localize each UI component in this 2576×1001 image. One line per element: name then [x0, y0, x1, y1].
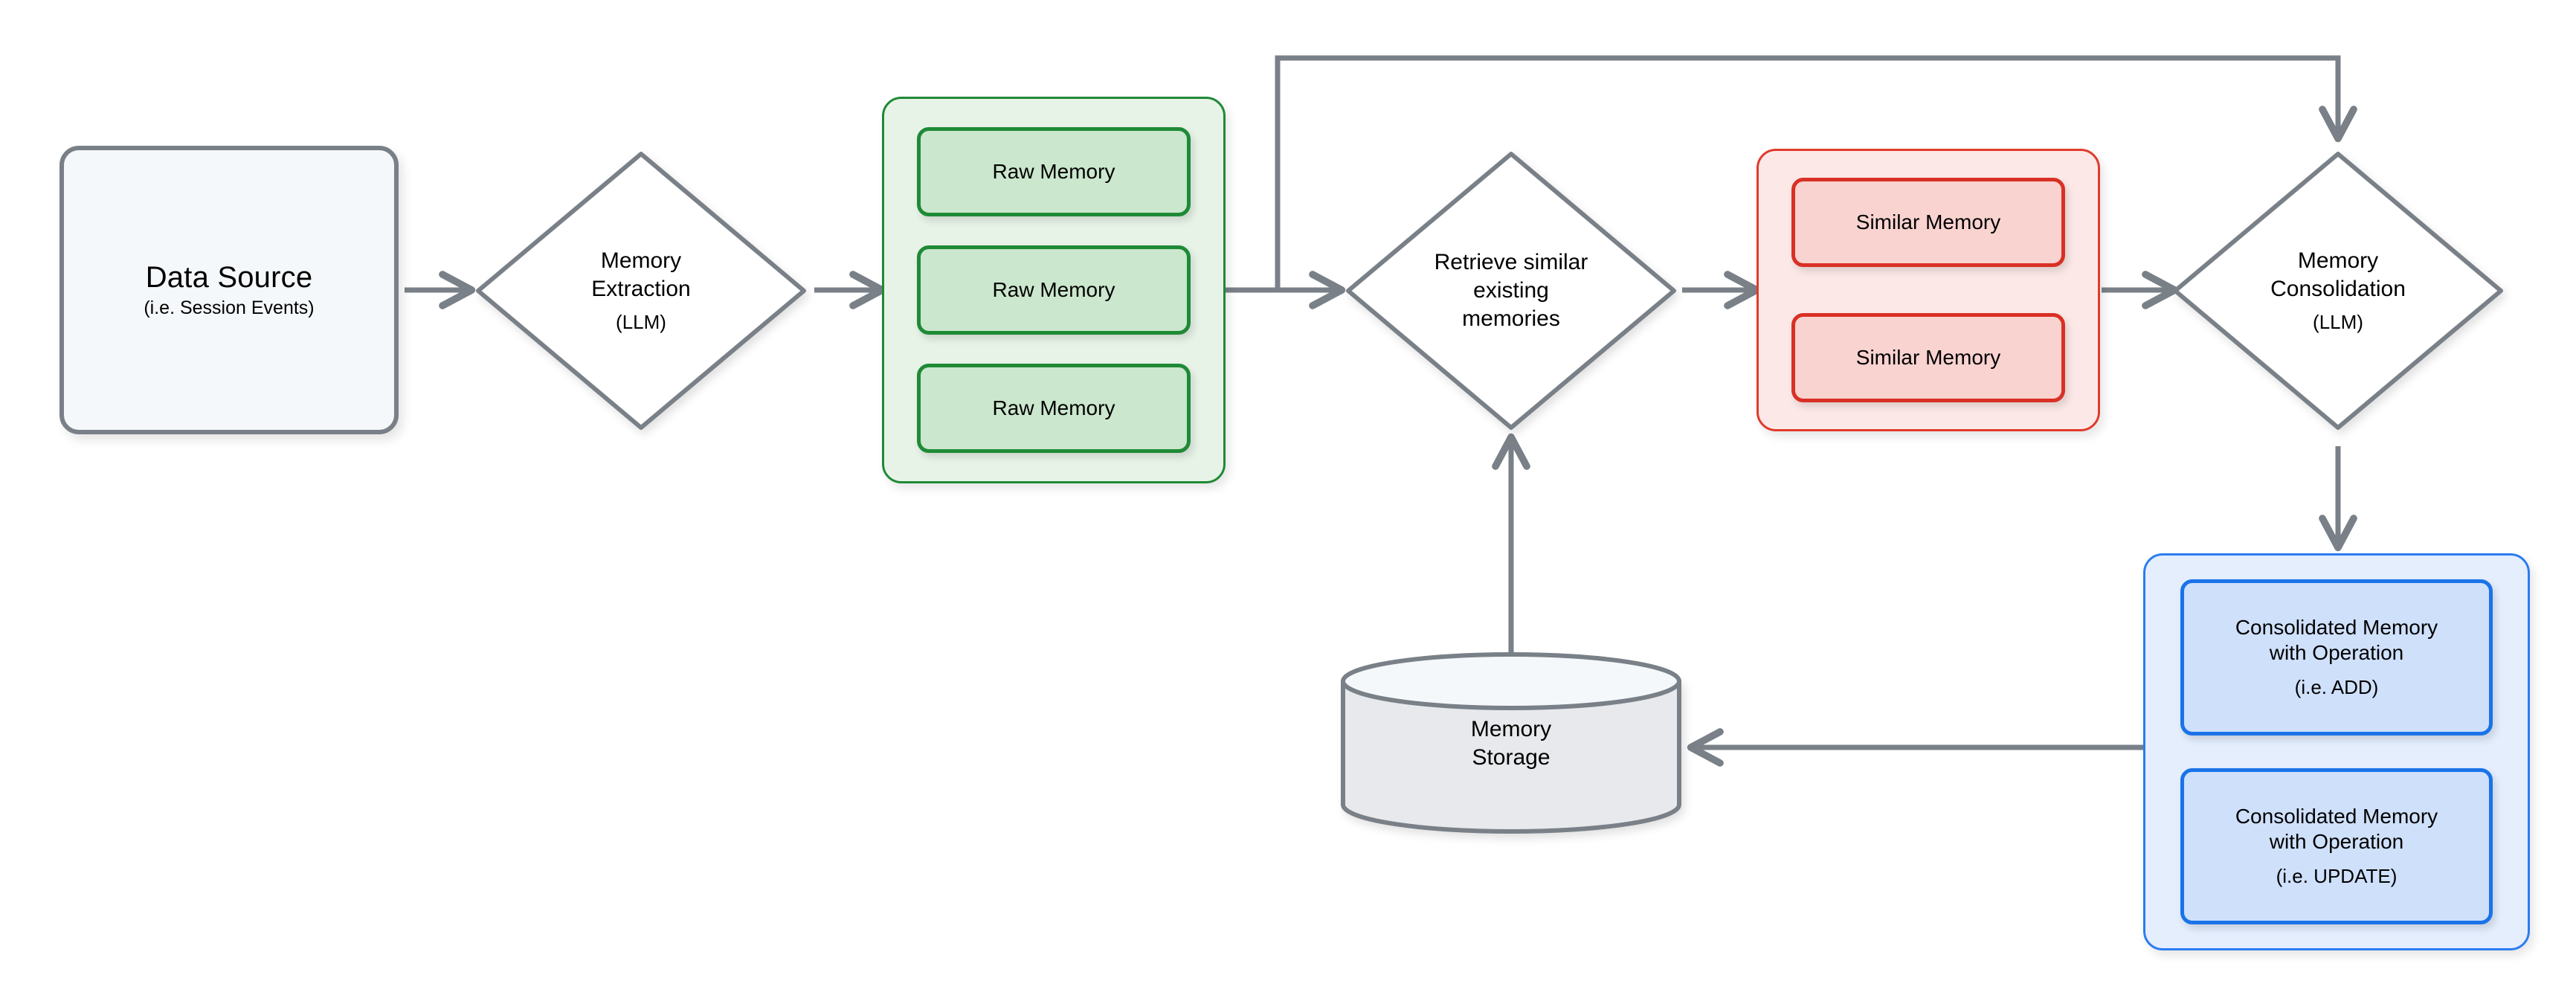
group-consolidated-memory: Consolidated Memory with Operation (i.e.…: [2143, 553, 2530, 950]
node-memory-storage[interactable]: Memory Storage: [1339, 651, 1684, 834]
chip-raw-memory[interactable]: Raw Memory: [917, 245, 1191, 335]
consolidated-memory-add-line2: with Operation: [2269, 641, 2404, 665]
group-raw-memory: Raw Memory Raw Memory Raw Memory: [882, 97, 1226, 483]
memory-storage-cylinder-shape: [1341, 652, 1681, 834]
data-source-title: Data Source: [145, 260, 313, 294]
raw-memory-label: Raw Memory: [992, 396, 1115, 419]
edge-raw-memory-to-consolidation-feedback: [1275, 55, 2357, 290]
chip-consolidated-memory-update[interactable]: Consolidated Memory with Operation (i.e.…: [2180, 768, 2493, 924]
consolidated-memory-add-operation: (i.e. ADD): [2294, 676, 2379, 699]
group-similar-memory: Similar Memory Similar Memory: [1756, 149, 2100, 431]
chip-raw-memory[interactable]: Raw Memory: [917, 127, 1191, 216]
chip-consolidated-memory-add[interactable]: Consolidated Memory with Operation (i.e.…: [2180, 579, 2493, 736]
consolidated-memory-add-line1: Consolidated Memory: [2235, 615, 2438, 639]
consolidated-memory-update-line2: with Operation: [2269, 830, 2404, 854]
node-memory-consolidation[interactable]: Memory Consolidation (LLM): [2170, 149, 2506, 433]
raw-memory-label: Raw Memory: [992, 159, 1115, 183]
chip-similar-memory[interactable]: Similar Memory: [1791, 313, 2065, 402]
chip-similar-memory[interactable]: Similar Memory: [1791, 178, 2065, 267]
node-memory-extraction[interactable]: Memory Extraction (LLM): [473, 149, 809, 433]
node-data-source[interactable]: Data Source (i.e. Session Events): [59, 146, 399, 434]
raw-memory-label: Raw Memory: [992, 277, 1115, 301]
consolidated-memory-update-operation: (i.e. UPDATE): [2276, 865, 2398, 888]
memory-extraction-shape: [476, 152, 806, 430]
retrieve-similar-shape: [1346, 152, 1676, 430]
data-source-subtitle: (i.e. Session Events): [144, 297, 315, 319]
similar-memory-label: Similar Memory: [1855, 345, 2001, 369]
node-retrieve-similar-memories[interactable]: Retrieve similar existing memories: [1343, 149, 1679, 433]
memory-consolidation-shape: [2173, 152, 2503, 430]
similar-memory-label: Similar Memory: [1855, 210, 2001, 234]
chip-raw-memory[interactable]: Raw Memory: [917, 364, 1191, 453]
consolidated-memory-update-line1: Consolidated Memory: [2235, 804, 2438, 828]
